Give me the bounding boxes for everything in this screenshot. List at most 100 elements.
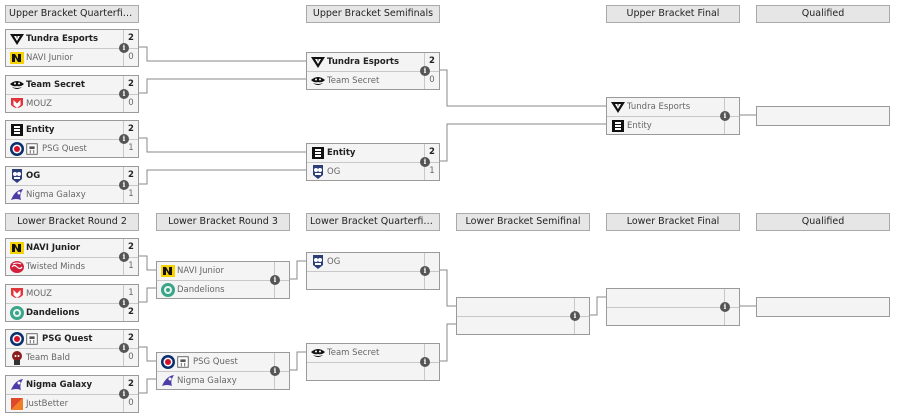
- match-lower-final[interactable]: i: [606, 288, 740, 326]
- header-upper-bracket-quarterfinals: Upper Bracket Quarterfinals: [5, 5, 139, 23]
- match-info-icon[interactable]: i: [720, 111, 730, 121]
- qualified-lower-slot: [756, 297, 890, 317]
- match-lower-r2-1[interactable]: NAVI Junior 2 Twisted Minds 1 i: [5, 238, 139, 276]
- team-score: 2: [123, 76, 138, 93]
- match-info-icon[interactable]: i: [119, 134, 129, 144]
- match-team-slot[interactable]: [607, 307, 739, 325]
- match-team-slot[interactable]: Entity 2: [307, 144, 439, 162]
- match-upper-sf-1[interactable]: Tundra Esports 2 Team Secret 0 i: [306, 52, 440, 90]
- match-upper-qf-4[interactable]: OG 2 Nigma Galaxy 1 i: [5, 166, 139, 204]
- match-info-icon[interactable]: i: [119, 298, 129, 308]
- tundra-logo-icon: [610, 99, 626, 115]
- match-team-slot[interactable]: OG: [307, 253, 439, 271]
- team-score: 0: [123, 349, 138, 366]
- match-team-slot[interactable]: Nigma Galaxy: [157, 371, 289, 389]
- match-upper-qf-1[interactable]: Tundra Esports 2 NAVI Junior 0 i: [5, 29, 139, 67]
- match-team-slot[interactable]: Entity 2: [6, 121, 138, 139]
- team-name: PSG Quest: [42, 144, 87, 154]
- match-team-slot[interactable]: Tundra Esports 2: [307, 53, 439, 71]
- team-score: [274, 372, 289, 389]
- match-lower-qf-2[interactable]: Team Secret i: [306, 343, 440, 381]
- match-team-slot[interactable]: OG 1: [307, 162, 439, 180]
- team-score: [424, 363, 439, 380]
- match-lower-qf-1[interactable]: OG i: [306, 252, 440, 290]
- match-upper-qf-3[interactable]: Entity 2 PSG Quest 1 i: [5, 120, 139, 158]
- match-team-slot[interactable]: [457, 298, 589, 316]
- match-team-slot[interactable]: OG 2: [6, 167, 138, 185]
- match-info-icon[interactable]: i: [570, 311, 580, 321]
- match-team-slot[interactable]: NAVI Junior: [157, 262, 289, 280]
- match-team-slot[interactable]: Tundra Esports 2: [6, 30, 138, 48]
- team-name: JustBetter: [26, 399, 69, 409]
- team-name: Team Secret: [327, 76, 380, 86]
- team-name: NAVI Junior: [26, 53, 73, 63]
- team-score: 2: [123, 30, 138, 47]
- header-lower-bracket-final: Lower Bracket Final: [606, 213, 740, 231]
- team-score: 2: [424, 144, 439, 161]
- match-info-icon[interactable]: i: [420, 157, 430, 167]
- match-info-icon[interactable]: i: [119, 43, 129, 53]
- match-info-icon[interactable]: i: [119, 343, 129, 353]
- match-team-slot[interactable]: Dandelions: [157, 280, 289, 298]
- match-info-icon[interactable]: i: [119, 389, 129, 399]
- match-info-icon[interactable]: i: [420, 357, 430, 367]
- match-team-slot[interactable]: MOUZ 0: [6, 94, 138, 112]
- team-name: Dandelions: [26, 308, 80, 318]
- match-info-icon[interactable]: i: [270, 366, 280, 376]
- match-team-slot[interactable]: [307, 362, 439, 380]
- match-team-slot[interactable]: Tundra Esports: [607, 98, 739, 116]
- team-name: Nigma Galaxy: [26, 190, 86, 200]
- match-team-slot[interactable]: Nigma Galaxy 2: [6, 376, 138, 394]
- team-name: Twisted Minds: [26, 262, 86, 272]
- team-name: OG: [26, 171, 41, 181]
- match-team-slot[interactable]: JustBetter 0: [6, 394, 138, 412]
- psg-quest-secondary-icon: [176, 354, 192, 370]
- match-team-slot[interactable]: Twisted Minds 1: [6, 257, 138, 275]
- match-team-slot[interactable]: Nigma Galaxy 1: [6, 185, 138, 203]
- match-upper-qf-2[interactable]: Team Secret 2 MOUZ 0 i: [5, 75, 139, 113]
- og-logo-icon: [310, 254, 326, 270]
- match-info-icon[interactable]: i: [420, 66, 430, 76]
- match-info-icon[interactable]: i: [720, 302, 730, 312]
- team-score: [424, 344, 439, 361]
- match-info-icon[interactable]: i: [119, 180, 129, 190]
- team-name: Entity: [26, 125, 55, 135]
- match-team-slot[interactable]: [457, 316, 589, 334]
- match-team-slot[interactable]: Team Secret 2: [6, 76, 138, 94]
- match-team-slot[interactable]: PSG Quest 2: [6, 330, 138, 348]
- match-info-icon[interactable]: i: [119, 252, 129, 262]
- match-team-slot[interactable]: [607, 289, 739, 307]
- match-lower-semifinal[interactable]: i: [456, 297, 590, 335]
- match-team-slot[interactable]: PSG Quest 1: [6, 139, 138, 157]
- team-name: Tundra Esports: [26, 34, 99, 44]
- match-team-slot[interactable]: [307, 271, 439, 289]
- match-lower-r3-2[interactable]: PSG Quest Nigma Galaxy i: [156, 352, 290, 390]
- match-lower-r3-1[interactable]: NAVI Junior Dandelions i: [156, 261, 290, 299]
- tundra-logo-icon: [310, 54, 326, 70]
- og-logo-icon: [310, 164, 326, 180]
- match-lower-r2-3[interactable]: PSG Quest 2 Team Bald 0 i: [5, 329, 139, 367]
- match-team-slot[interactable]: PSG Quest: [157, 353, 289, 371]
- match-upper-final[interactable]: Tundra Esports Entity i: [606, 97, 740, 135]
- match-lower-r2-2[interactable]: MOUZ 1 Dandelions 2 i: [5, 284, 139, 322]
- match-team-slot[interactable]: MOUZ 1: [6, 285, 138, 303]
- match-team-slot[interactable]: Team Secret: [307, 344, 439, 362]
- team-name: Tundra Esports: [627, 102, 691, 112]
- match-team-slot[interactable]: Dandelions 2: [6, 303, 138, 321]
- team-score: [274, 262, 289, 279]
- match-info-icon[interactable]: i: [119, 89, 129, 99]
- team-score: [424, 272, 439, 289]
- match-info-icon[interactable]: i: [270, 275, 280, 285]
- team-name: NAVI Junior: [26, 243, 81, 253]
- match-info-icon[interactable]: i: [420, 266, 430, 276]
- entity-logo-icon: [610, 118, 626, 134]
- match-team-slot[interactable]: NAVI Junior 0: [6, 48, 138, 66]
- team-name: Nigma Galaxy: [177, 376, 237, 386]
- match-team-slot[interactable]: Entity: [607, 116, 739, 134]
- match-upper-sf-2[interactable]: Entity 2 OG 1 i: [306, 143, 440, 181]
- match-team-slot[interactable]: Team Secret 0: [307, 71, 439, 89]
- match-team-slot[interactable]: NAVI Junior 2: [6, 239, 138, 257]
- team-score: 2: [123, 121, 138, 138]
- match-team-slot[interactable]: Team Bald 0: [6, 348, 138, 366]
- match-lower-r2-4[interactable]: Nigma Galaxy 2 JustBetter 0 i: [5, 375, 139, 413]
